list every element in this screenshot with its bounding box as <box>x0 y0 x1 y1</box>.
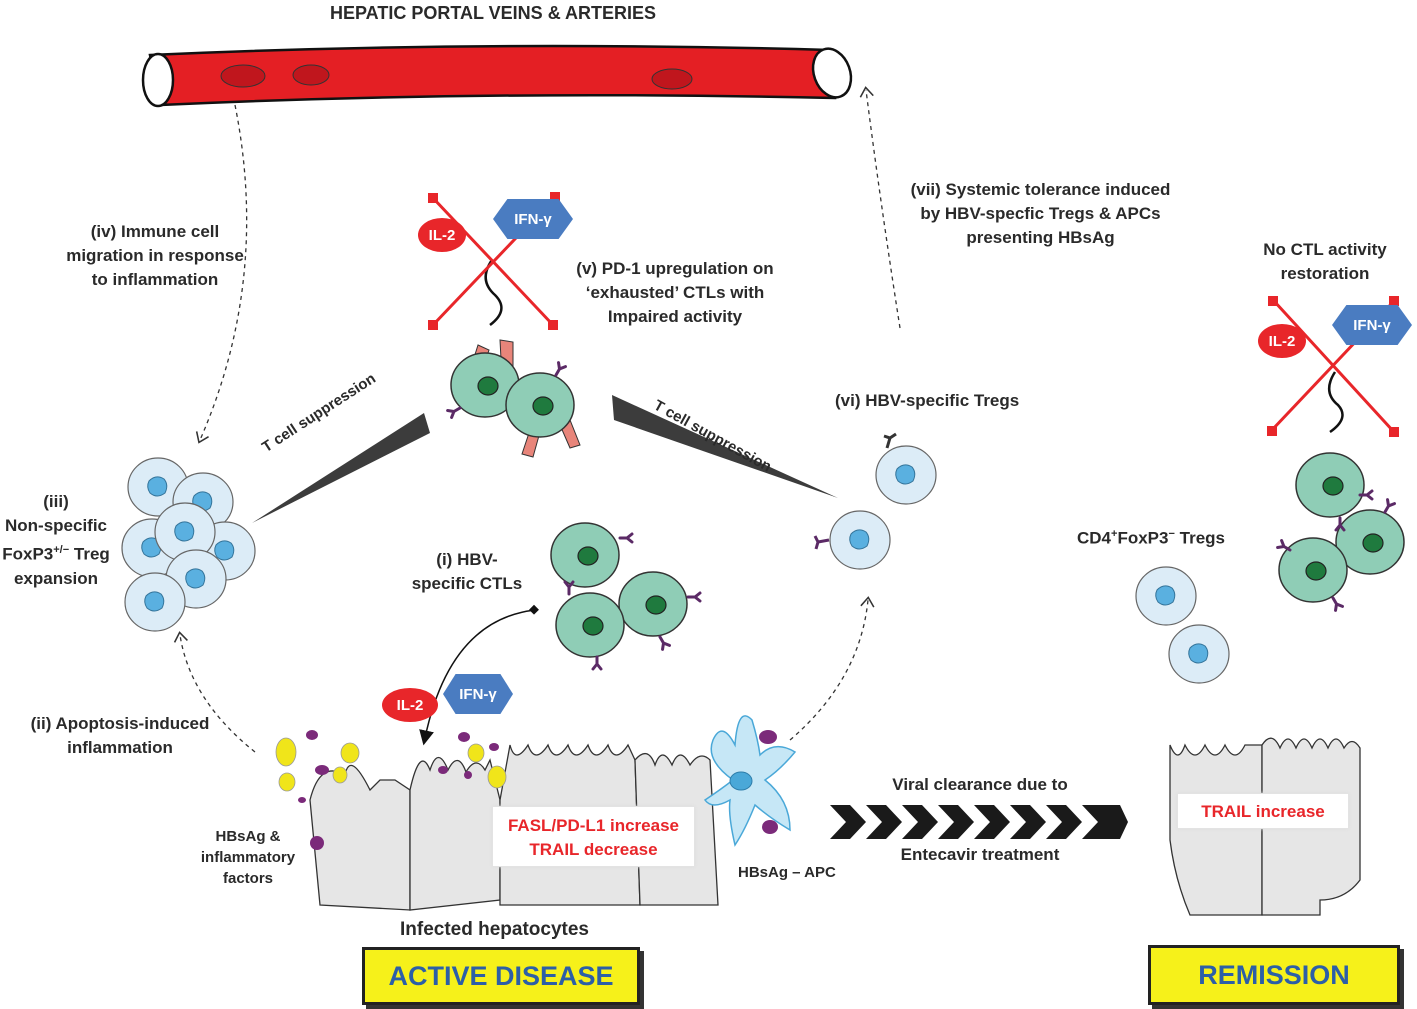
hbsag-line1: HBsAg & <box>215 828 281 845</box>
step-ii-line2: inflammation <box>67 738 173 757</box>
step-v-label: (v) PD-1 upregulation on ‘exhausted’ CTL… <box>565 257 785 329</box>
step-v-line1: (v) PD-1 upregulation on <box>576 259 774 278</box>
dashed-arrows <box>173 86 901 753</box>
foxp3-superscript-right: − <box>1168 528 1175 540</box>
remission-status-box: TRAIL increase <box>1177 793 1349 829</box>
step-iii-line1: (iii) <box>43 492 69 511</box>
cd4-superscript: + <box>1111 528 1118 540</box>
step-ii-label: (ii) Apoptosis-induced inflammation <box>25 712 215 760</box>
treg-text: Treg <box>69 544 110 564</box>
hbsag-label: HBsAg & inflammatory factors <box>198 826 298 889</box>
foxp3-superscript: +/− <box>53 544 70 556</box>
step-iii-label: (iii) Non-specific FoxP3+/− Treg expansi… <box>0 490 112 591</box>
ifn-badge-bottom: IFN-γ <box>443 674 513 714</box>
step-iii-line4: expansion <box>13 568 99 588</box>
apc-label: HBsAg – APC <box>738 864 836 881</box>
step-iii-line3: FoxP3+/− Treg <box>0 538 112 567</box>
step-i-line2: specific CTLs <box>411 574 523 593</box>
il2-badge-right: IL-2 <box>1258 324 1306 358</box>
clearance-label-top: Viral clearance due to <box>892 775 1068 794</box>
step-iv-label: (iv) Immune cell migration in response t… <box>55 220 255 292</box>
cd4-text: CD4 <box>1077 528 1112 548</box>
active-status-box: FASL/PD-L1 increase TRAIL decrease <box>492 806 695 867</box>
exhausted-ctls <box>446 339 581 458</box>
step-iv-line3: to inflammation <box>91 270 219 289</box>
step-iv-line2: migration in response <box>66 246 244 265</box>
hbsag-debris <box>275 730 507 850</box>
step-v-line2: ‘exhausted’ CTLs with <box>585 283 765 302</box>
step-vii-line3: presenting HBsAg <box>966 228 1115 247</box>
diagram-title: HEPATIC PORTAL VEINS & ARTERIES <box>330 3 657 23</box>
suppression-wedge-left <box>252 413 430 523</box>
step-vii-label: (vii) Systemic tolerance induced by HBV-… <box>903 178 1178 250</box>
clearance-label-bottom: Entecavir treatment <box>900 845 1060 864</box>
active-status-line2: TRAIL decrease <box>529 840 658 859</box>
apc-cell <box>703 715 797 847</box>
step-iii-line2: Non-specific <box>4 516 108 535</box>
ifn-badge-center: IFN-γ <box>493 199 573 239</box>
active-status-line1: FASL/PD-L1 increase <box>507 816 679 835</box>
remission-tregs <box>1135 566 1230 684</box>
remission-ctls <box>1276 452 1405 612</box>
remission-banner: REMISSION <box>1148 945 1400 1005</box>
step-v-line3: Impaired activity <box>607 307 743 326</box>
step-vii-line2: by HBV-specfic Tregs & APCs <box>920 204 1161 223</box>
active-disease-banner: ACTIVE DISEASE <box>362 947 640 1005</box>
step-vii-line1: (vii) Systemic tolerance induced <box>910 180 1171 199</box>
step-i-label: (i) HBV- specific CTLs <box>407 548 527 596</box>
no-ctl-label: No CTL activity restoration <box>1240 238 1410 286</box>
hbv-ctls <box>550 522 702 671</box>
hbsag-line2: inflammatory <box>200 849 296 866</box>
no-ctl-line1: No CTL activity <box>1263 240 1387 259</box>
suppression-wedge-right <box>612 395 838 498</box>
il2-badge-bottom: IL-2 <box>382 688 438 722</box>
no-ctl-line2: restoration <box>1280 264 1370 283</box>
foxp3-text-right: FoxP3 <box>1117 528 1169 548</box>
ifn-badge-right: IFN-γ <box>1332 305 1412 345</box>
foxp3-text: FoxP3 <box>2 544 54 564</box>
step-ii-line1: (ii) Apoptosis-induced <box>30 714 210 733</box>
tregs-text-right: Tregs <box>1174 528 1226 548</box>
step-iv-line1: (iv) Immune cell <box>90 222 220 241</box>
hbsag-line3: factors <box>222 870 274 887</box>
il2-badge-center: IL-2 <box>418 218 466 252</box>
treg-cluster <box>121 457 256 632</box>
portal-vessel <box>141 44 853 108</box>
step-vi-label: (vi) HBV-specific Tregs <box>835 391 1020 410</box>
hbv-tregs <box>813 432 937 570</box>
step-i-line1: (i) HBV- <box>436 550 498 569</box>
infected-hepatocytes-label: Infected hepatocytes <box>400 919 589 940</box>
cd4-treg-label: CD4+FoxP3− Tregs <box>1077 522 1225 551</box>
clearance-chevrons <box>830 805 1128 839</box>
